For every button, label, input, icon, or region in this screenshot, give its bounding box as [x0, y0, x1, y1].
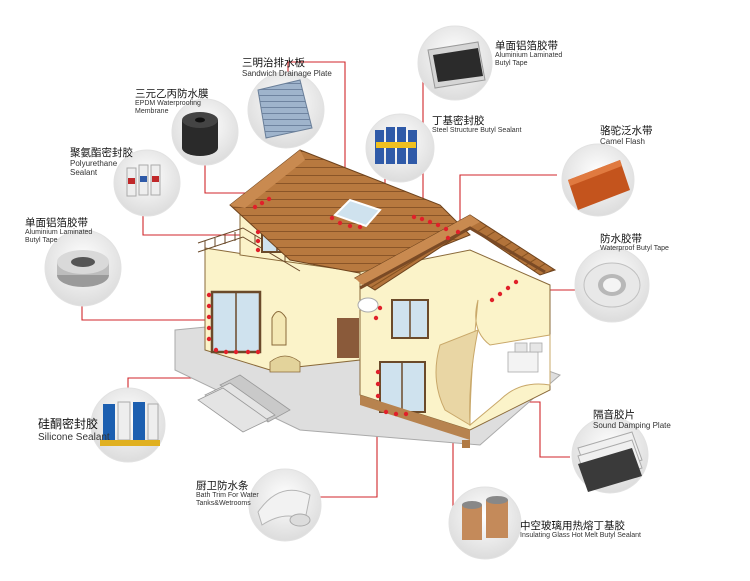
- label-silicone-cn: 硅酮密封胶: [38, 417, 99, 431]
- marker-dots: [206, 196, 519, 417]
- damping-plate-image: [571, 416, 649, 494]
- label-waterproof: 防水胶带 Waterproof Butyl Tape: [600, 233, 669, 253]
- label-pu-cn: 聚氨酯密封胶: [70, 147, 133, 159]
- epdm-image: [171, 98, 239, 166]
- label-alu-top: 单面铝箔胶带 Aluminium Laminated Butyl Tape: [495, 40, 562, 68]
- alu-tape-top-image: [417, 25, 493, 101]
- label-pu-en2: Sealant: [70, 168, 98, 178]
- leader-epdm: [204, 155, 250, 194]
- camel-flash-image: [561, 143, 635, 217]
- label-bath-en: Bath Trim For Water: [196, 492, 259, 500]
- label-waterproof-cn: 防水胶带: [600, 233, 642, 245]
- label-butyl-en: Steel Structure Butyl Sealant: [432, 127, 522, 135]
- alu-tape-left-image: [44, 229, 122, 307]
- label-glass-en: Insulating Glass Hot Melt Butyl Sealant: [520, 532, 642, 540]
- label-alu-left-en: Aluminium Laminated: [25, 229, 93, 237]
- butyl-sealant-image: [365, 113, 435, 183]
- label-pu: 聚氨酯密封胶 Polyurethane Sealant: [70, 147, 133, 177]
- label-alu-top-en: Aluminium Laminated: [495, 52, 563, 60]
- label-camel-en: Camel Flash: [600, 137, 645, 147]
- label-alu-left-en2: Butyl Tape: [25, 237, 58, 245]
- label-silicone: 硅酮密封胶 Silicone Sealant: [38, 417, 110, 443]
- leader-camel: [459, 174, 557, 224]
- skylight: [333, 198, 382, 228]
- label-epdm-cn: 三元乙丙防水膜: [135, 88, 209, 100]
- label-epdm-en: EPDM Waterproofing: [135, 100, 201, 108]
- label-butyl: 丁基密封胶 Steel Structure Butyl Sealant: [432, 115, 522, 135]
- sandwich-plate-image: [247, 71, 325, 149]
- label-bath-cn: 厨卫防水条: [196, 480, 249, 492]
- silicone-image: [90, 387, 166, 463]
- label-sandwich: 三明治排水板 Sandwich Drainage Plate: [242, 57, 332, 78]
- small-round-window: [357, 297, 379, 313]
- label-alu-left: 单面铝箔胶带 Aluminium Laminated Butyl Tape: [25, 217, 92, 245]
- label-camel: 骆驼泛水带 Camel Flash: [600, 125, 653, 146]
- house: [174, 149, 561, 448]
- product-circles: [44, 25, 650, 560]
- label-pu-en: Polyurethane: [70, 159, 118, 169]
- label-camel-cn: 骆驼泛水带: [600, 125, 653, 137]
- label-damping-cn: 隔音胶片: [593, 409, 635, 421]
- label-damping: 隔音胶片 Sound Damping Plate: [593, 409, 671, 430]
- front-steps: [197, 382, 276, 433]
- hot-melt-image: [448, 486, 522, 560]
- label-alu-left-cn: 单面铝箔胶带: [25, 217, 88, 229]
- label-damping-en: Sound Damping Plate: [593, 421, 671, 431]
- label-alu-top-en2: Butyl Tape: [495, 60, 528, 68]
- waterproof-tape-image: [574, 247, 650, 323]
- label-butyl-cn: 丁基密封胶: [432, 115, 485, 127]
- label-bath: 厨卫防水条 Bath Trim For Water Tanks&Wetrooms: [196, 480, 259, 508]
- label-waterproof-en: Waterproof Butyl Tape: [600, 245, 669, 253]
- bath-trim-image: [248, 468, 322, 542]
- label-sandwich-en: Sandwich Drainage Plate: [242, 69, 332, 79]
- label-glass-cn: 中空玻璃用热熔丁基胶: [520, 520, 625, 532]
- label-alu-top-cn: 单面铝箔胶带: [495, 40, 558, 52]
- label-silicone-en: Silicone Sealant: [38, 431, 110, 443]
- label-glass: 中空玻璃用热熔丁基胶 Insulating Glass Hot Melt But…: [520, 520, 641, 540]
- door: [337, 318, 359, 358]
- label-epdm: 三元乙丙防水膜 EPDM Waterproofing Membrane: [135, 88, 209, 116]
- polyurethane-image: [113, 149, 181, 217]
- label-bath-en2: Tanks&Wetrooms: [196, 500, 251, 508]
- label-sandwich-cn: 三明治排水板: [242, 57, 305, 69]
- label-epdm-en2: Membrane: [135, 108, 169, 116]
